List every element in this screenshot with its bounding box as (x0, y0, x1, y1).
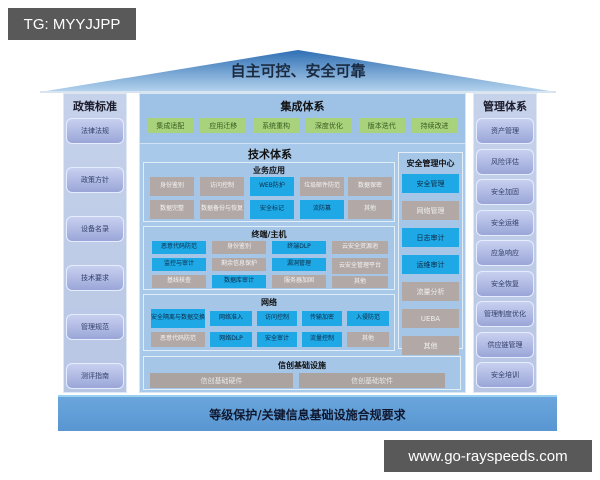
policy-item: 法律法规 (66, 118, 124, 144)
policy-item: 设备名录 (66, 216, 124, 242)
management-item: 安全恢复 (476, 270, 534, 297)
watermark-top-left: TG: MYYJJPP (8, 8, 136, 40)
infrastructure-box: 信创基础设施 信创基础硬件 信创基础软件 (143, 356, 461, 390)
network-cell: 恶意代码防范 (151, 332, 205, 347)
terminal-cell: 云安全管理平台 (332, 258, 388, 274)
network-cell: 访问控制 (257, 311, 297, 326)
security-center-cell: 其他 (402, 336, 459, 355)
terminal-cell: 云安全资源池 (332, 241, 388, 254)
business-apps-box: 业务应用 身份鉴别 访问控制 WEB防护 垃圾邮件防范 数据保密 数据完整 数据… (143, 162, 395, 222)
network-cell: 其他 (347, 332, 389, 347)
business-cell: 访问控制 (200, 177, 244, 196)
network-cell: 安全审计 (257, 332, 297, 347)
security-center-cell: 流量分析 (402, 282, 459, 301)
network-cell: 网络DLP (210, 332, 252, 347)
integration-item: 集成适配 (147, 118, 194, 133)
network-cell: 传输加密 (302, 311, 342, 326)
management-system-column: 管理体系 资产管理 风险评估 安全加固 安全运维 应急响应 安全恢复 管理制度优… (473, 93, 537, 393)
terminal-cell: 漏洞管理 (272, 258, 326, 271)
policy-item: 管理规范 (66, 314, 124, 340)
business-cell: 流防篡 (300, 200, 344, 219)
network-cell: 流量控制 (302, 332, 342, 347)
integration-title: 集成体系 (280, 100, 325, 113)
infrastructure-item: 信创基础硬件 (150, 373, 293, 388)
policy-item: 测评指南 (66, 363, 124, 389)
business-cell: 数据备份与恢复 (200, 200, 244, 219)
terminal-host-title: 终端/主机 (251, 230, 287, 239)
policy-item: 技术要求 (66, 265, 124, 291)
tech-system-title: 技术体系 (248, 148, 292, 161)
security-center-cell: 安全管理 (402, 174, 459, 193)
infrastructure-item: 信创基础软件 (299, 373, 445, 388)
network-cell: 安全隔离与数据交换 (151, 309, 205, 328)
terminal-cell: 监控与审计 (152, 258, 206, 271)
network-box: 网络 安全隔离与数据交换 网络准入 访问控制 传输加密 入侵防范 恶意代码防范 … (143, 294, 395, 351)
policy-standards-column: 政策标准 法律法规 政策方针 设备名录 技术要求 管理规范 测评指南 (63, 93, 127, 393)
security-center-cell: UEBA (402, 309, 459, 328)
network-cell: 入侵防范 (347, 311, 389, 326)
roof: 自主可控、安全可靠 (36, 42, 560, 94)
roof-shape (40, 50, 556, 93)
policy-item: 政策方针 (66, 167, 124, 193)
terminal-cell: 服务器加固 (272, 275, 326, 288)
management-item: 管理制度优化 (476, 301, 534, 327)
security-center-cell: 日志审计 (402, 228, 459, 247)
security-center-box: 安全管理中心 安全管理 网络管理 日志审计 运维审计 流量分析 UEBA 其他 (398, 152, 463, 355)
terminal-cell: 其他 (332, 276, 388, 288)
integration-item: 深度优化 (305, 118, 352, 133)
main-panel: 集成体系 集成适配 应用迁移 系统重构 深度优化 版本迭代 持续改进 技术体系 … (139, 93, 466, 393)
management-item: 风险评估 (476, 148, 534, 175)
integration-item: 系统重构 (253, 118, 300, 133)
business-cell: 安全标记 (250, 200, 294, 219)
business-cell: 数据完整 (150, 200, 194, 219)
watermark-url: www.go-rayspeeds.com (384, 440, 592, 472)
terminal-cell: 基线核查 (152, 275, 206, 288)
terminal-cell: 数据库审计 (212, 275, 266, 288)
business-apps-title: 业务应用 (253, 166, 285, 175)
network-cell: 网络准入 (210, 311, 252, 326)
integration-system: 集成体系 集成适配 应用迁移 系统重构 深度优化 版本迭代 持续改进 (140, 94, 465, 144)
business-cell: 数据保密 (348, 177, 392, 196)
roof-title: 自主可控、安全可靠 (230, 62, 366, 80)
management-item: 安全培训 (476, 362, 534, 388)
management-item: 应急响应 (476, 240, 534, 266)
network-title: 网络 (261, 298, 277, 307)
management-system-title: 管理体系 (483, 100, 527, 113)
terminal-host-box: 终端/主机 恶意代码防范 身份鉴别 终端DLP 云安全资源池 监控与审计 剩余信… (143, 226, 395, 290)
business-cell: 其他 (348, 200, 392, 219)
integration-item: 版本迭代 (358, 118, 405, 133)
security-center-title: 安全管理中心 (406, 159, 455, 168)
business-cell: 身份鉴别 (150, 177, 194, 196)
management-item: 供应链管理 (476, 331, 534, 358)
compliance-foundation: 等级保护/关键信息基础设施合规要求 (58, 395, 557, 431)
business-cell: WEB防护 (250, 177, 294, 196)
terminal-cell: 终端DLP (272, 241, 326, 254)
integration-item: 应用迁移 (200, 118, 247, 133)
management-item: 安全运维 (476, 209, 534, 236)
terminal-cell: 恶意代码防范 (152, 241, 206, 254)
management-item: 安全加固 (476, 179, 534, 205)
integration-item: 持续改进 (411, 118, 458, 133)
infrastructure-title: 信创基础设施 (278, 361, 326, 370)
security-center-cell: 网络管理 (402, 201, 459, 220)
terminal-cell: 身份鉴别 (212, 241, 266, 254)
security-center-cell: 运维审计 (402, 255, 459, 274)
management-item: 资产管理 (476, 118, 534, 144)
terminal-cell: 剩余信息保护 (212, 258, 266, 271)
policy-standards-title: 政策标准 (73, 100, 117, 113)
business-cell: 垃圾邮件防范 (300, 177, 344, 196)
